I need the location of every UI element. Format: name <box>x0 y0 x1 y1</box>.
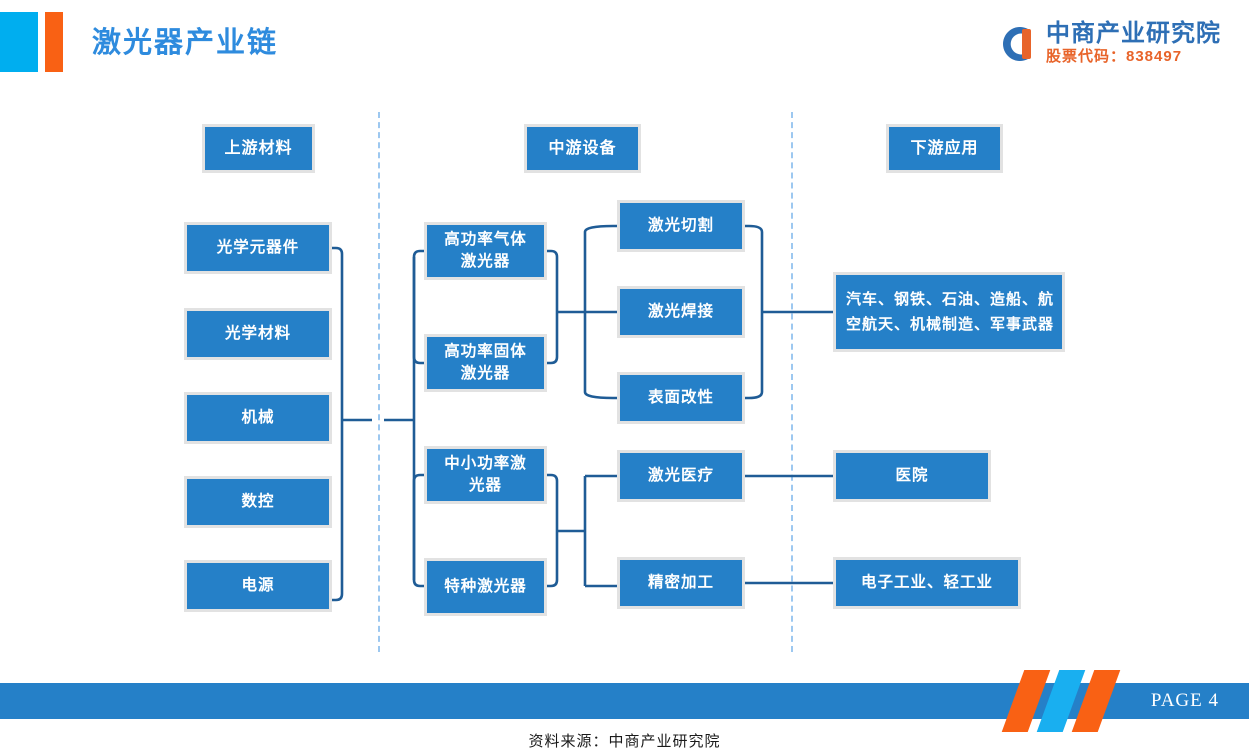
node-upstream-optical-components[interactable]: 光学元器件 <box>184 222 332 274</box>
industry-chain-diagram: 上游材料 中游设备 下游应用 光学元器件 光学材料 机械 数控 电源 高功率气体… <box>0 86 1249 750</box>
column-header-downstream: 下游应用 <box>886 124 1003 173</box>
column-header-upstream: 上游材料 <box>202 124 315 173</box>
node-upstream-cnc[interactable]: 数控 <box>184 476 332 528</box>
node-process-surface-modification[interactable]: 表面改性 <box>617 372 745 424</box>
node-process-laser-welding[interactable]: 激光焊接 <box>617 286 745 338</box>
node-upstream-machinery[interactable]: 机械 <box>184 392 332 444</box>
source-note: 资料来源：中商产业研究院 <box>528 733 721 750</box>
brand-text: 中商产业研究院 股票代码：838497 <box>1046 21 1221 67</box>
column-header-midstream: 中游设备 <box>524 124 641 173</box>
brand-mark-icon <box>996 23 1038 65</box>
page-number: PAGE 4 <box>1150 690 1219 711</box>
brand-logo: 中商产业研究院 股票代码：838497 <box>996 18 1221 70</box>
node-equipment-special-laser[interactable]: 特种激光器 <box>424 558 547 616</box>
logo-blue-square-icon <box>0 12 38 72</box>
node-application-electronics-light-industry[interactable]: 电子工业、轻工业 <box>833 557 1021 609</box>
logo-orange-bar-icon <box>45 12 63 72</box>
node-equipment-medium-low-power-laser[interactable]: 中小功率激光器 <box>424 446 547 504</box>
node-upstream-power-supply[interactable]: 电源 <box>184 560 332 612</box>
page-title: 激光器产业链 <box>92 27 279 59</box>
node-equipment-high-power-gas-laser[interactable]: 高功率气体激光器 <box>424 222 547 280</box>
connector-wires <box>332 224 833 602</box>
node-equipment-high-power-solid-laser[interactable]: 高功率固体激光器 <box>424 334 547 392</box>
node-process-laser-medical[interactable]: 激光医疗 <box>617 450 745 502</box>
node-application-hospital[interactable]: 医院 <box>833 450 991 502</box>
node-process-precision-machining[interactable]: 精密加工 <box>617 557 745 609</box>
node-upstream-optical-materials[interactable]: 光学材料 <box>184 308 332 360</box>
slide-header: 激光器产业链 中商产业研究院 股票代码：838497 <box>0 0 1249 86</box>
node-process-laser-cutting[interactable]: 激光切割 <box>617 200 745 252</box>
brand-stock-code: 股票代码：838497 <box>1046 48 1183 65</box>
brand-name: 中商产业研究院 <box>1046 20 1221 47</box>
divider-midstream-downstream <box>791 112 793 652</box>
slide-footer: PAGE 4 <box>0 670 1249 732</box>
divider-upstream-midstream <box>378 112 380 652</box>
node-application-industrial[interactable]: 汽车、钢铁、石油、造船、航空航天、机械制造、军事武器 <box>833 272 1065 352</box>
